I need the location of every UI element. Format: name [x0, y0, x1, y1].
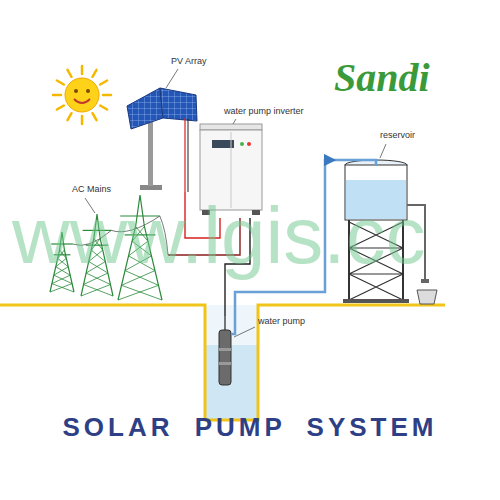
pv-panel: [127, 88, 197, 192]
component-label: PV Array: [171, 56, 207, 67]
well: [0, 305, 445, 420]
brand-logo: Sandi: [334, 56, 430, 100]
watermark: www.lgis.cc: [12, 192, 425, 280]
diagram-title: SOLAR PUMP SYSTEM: [0, 412, 500, 443]
pv-array: PV Array: [120, 54, 211, 192]
sun: [53, 66, 111, 124]
component-label: water pump: [258, 316, 305, 327]
component-label: reservoir: [380, 130, 415, 141]
pump-body: [219, 316, 235, 385]
water-pump: water pump: [212, 316, 312, 391]
component-label: water pump inverter: [224, 106, 304, 117]
